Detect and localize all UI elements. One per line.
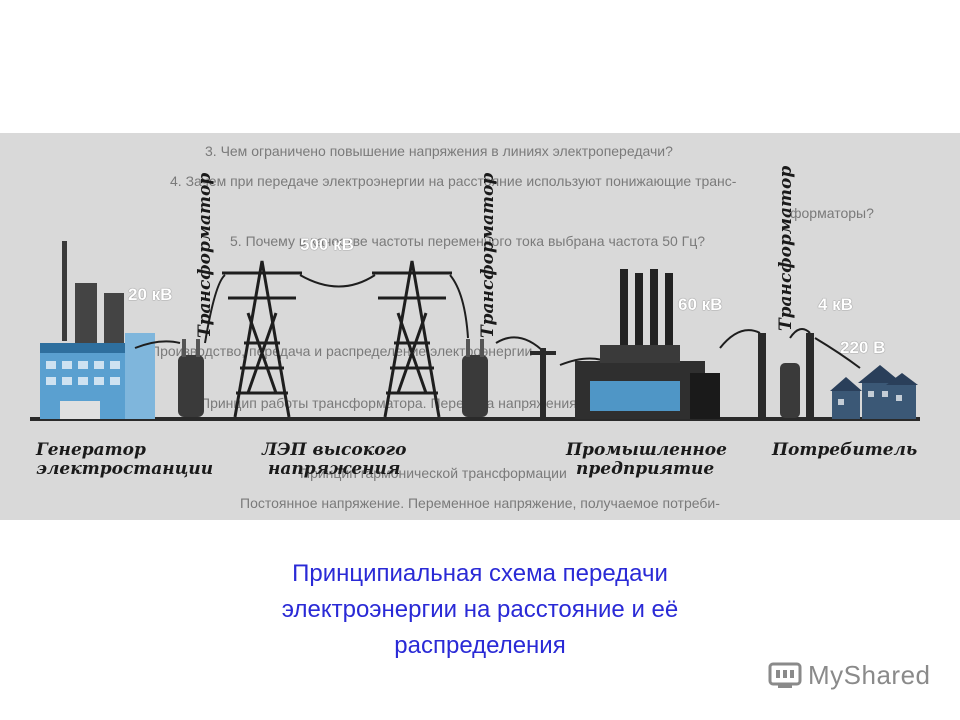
background-text-line: 3. Чем ограничено повышение напряжения в… [205, 143, 673, 159]
label-industry-line2: предприятие [576, 459, 715, 479]
label-industry-line1: Промышленное [566, 440, 727, 460]
caption-line2: электроэнергии на расстояние и её [281, 596, 679, 623]
transformer-1-icon [178, 339, 204, 417]
transmission-tower-2-icon [372, 260, 452, 418]
myshared-logo: MyShared [768, 655, 931, 695]
figure-caption: Принципиальная схема передачи электроэне… [160, 556, 800, 664]
consumer-houses-icon [830, 365, 918, 419]
transmission-tower-1-icon [222, 260, 302, 418]
label-line-line1: ЛЭП высокого [262, 440, 407, 460]
voltage-label-consumer: 220 В [840, 338, 886, 357]
transformer-label-1: Трансформатор [195, 172, 215, 338]
diagram-drawing [30, 241, 920, 421]
background-text-line: 4. Зачем при передаче электроэнергии на … [170, 173, 737, 189]
voltage-label-line: 500 кВ [300, 235, 354, 254]
label-line-line2: напряжения [267, 459, 401, 479]
transformer-2-icon [462, 339, 488, 417]
power-station-icon [40, 241, 155, 419]
label-generator: Генератор электростанции [36, 441, 213, 479]
caption-line3: распределения [394, 632, 566, 659]
transformer-label-2: Трансформатор [478, 172, 498, 338]
ground-line [30, 417, 920, 421]
label-generator-line2: электростанции [36, 459, 214, 479]
background-text-line: Принцип гармонической трансформации [300, 465, 567, 481]
myshared-logo-icon [768, 662, 802, 688]
voltage-label-distribution: 4 кВ [818, 295, 853, 314]
background-text-line: 5. Почему в качестве частоты переменного… [230, 233, 706, 249]
background-text-line: Постоянное напряжение. Переменное напряж… [240, 495, 720, 511]
label-consumer: Потребитель [772, 440, 918, 460]
transformer-3-icon [758, 333, 814, 418]
background-text-line: форматоры? [790, 205, 874, 221]
label-line: ЛЭП высокого напряжения [262, 441, 406, 479]
caption-line1: Принципиальная схема передачи [292, 560, 668, 587]
distribution-pole-icon [530, 348, 556, 418]
power-wires [134, 274, 861, 369]
voltage-label-industry: 60 кВ [678, 295, 723, 314]
power-transmission-diagram: 3. Чем ограничено повышение напряжения в… [0, 133, 960, 520]
industrial-plant-icon [575, 269, 720, 419]
transformer-label-3: Трансформатор [776, 165, 796, 331]
label-generator-line1: Генератор [36, 440, 146, 460]
myshared-logo-text: MyShared [808, 659, 931, 690]
label-industry: Промышленное предприятие [566, 441, 727, 479]
voltage-label-generator: 20 кВ [128, 285, 173, 304]
